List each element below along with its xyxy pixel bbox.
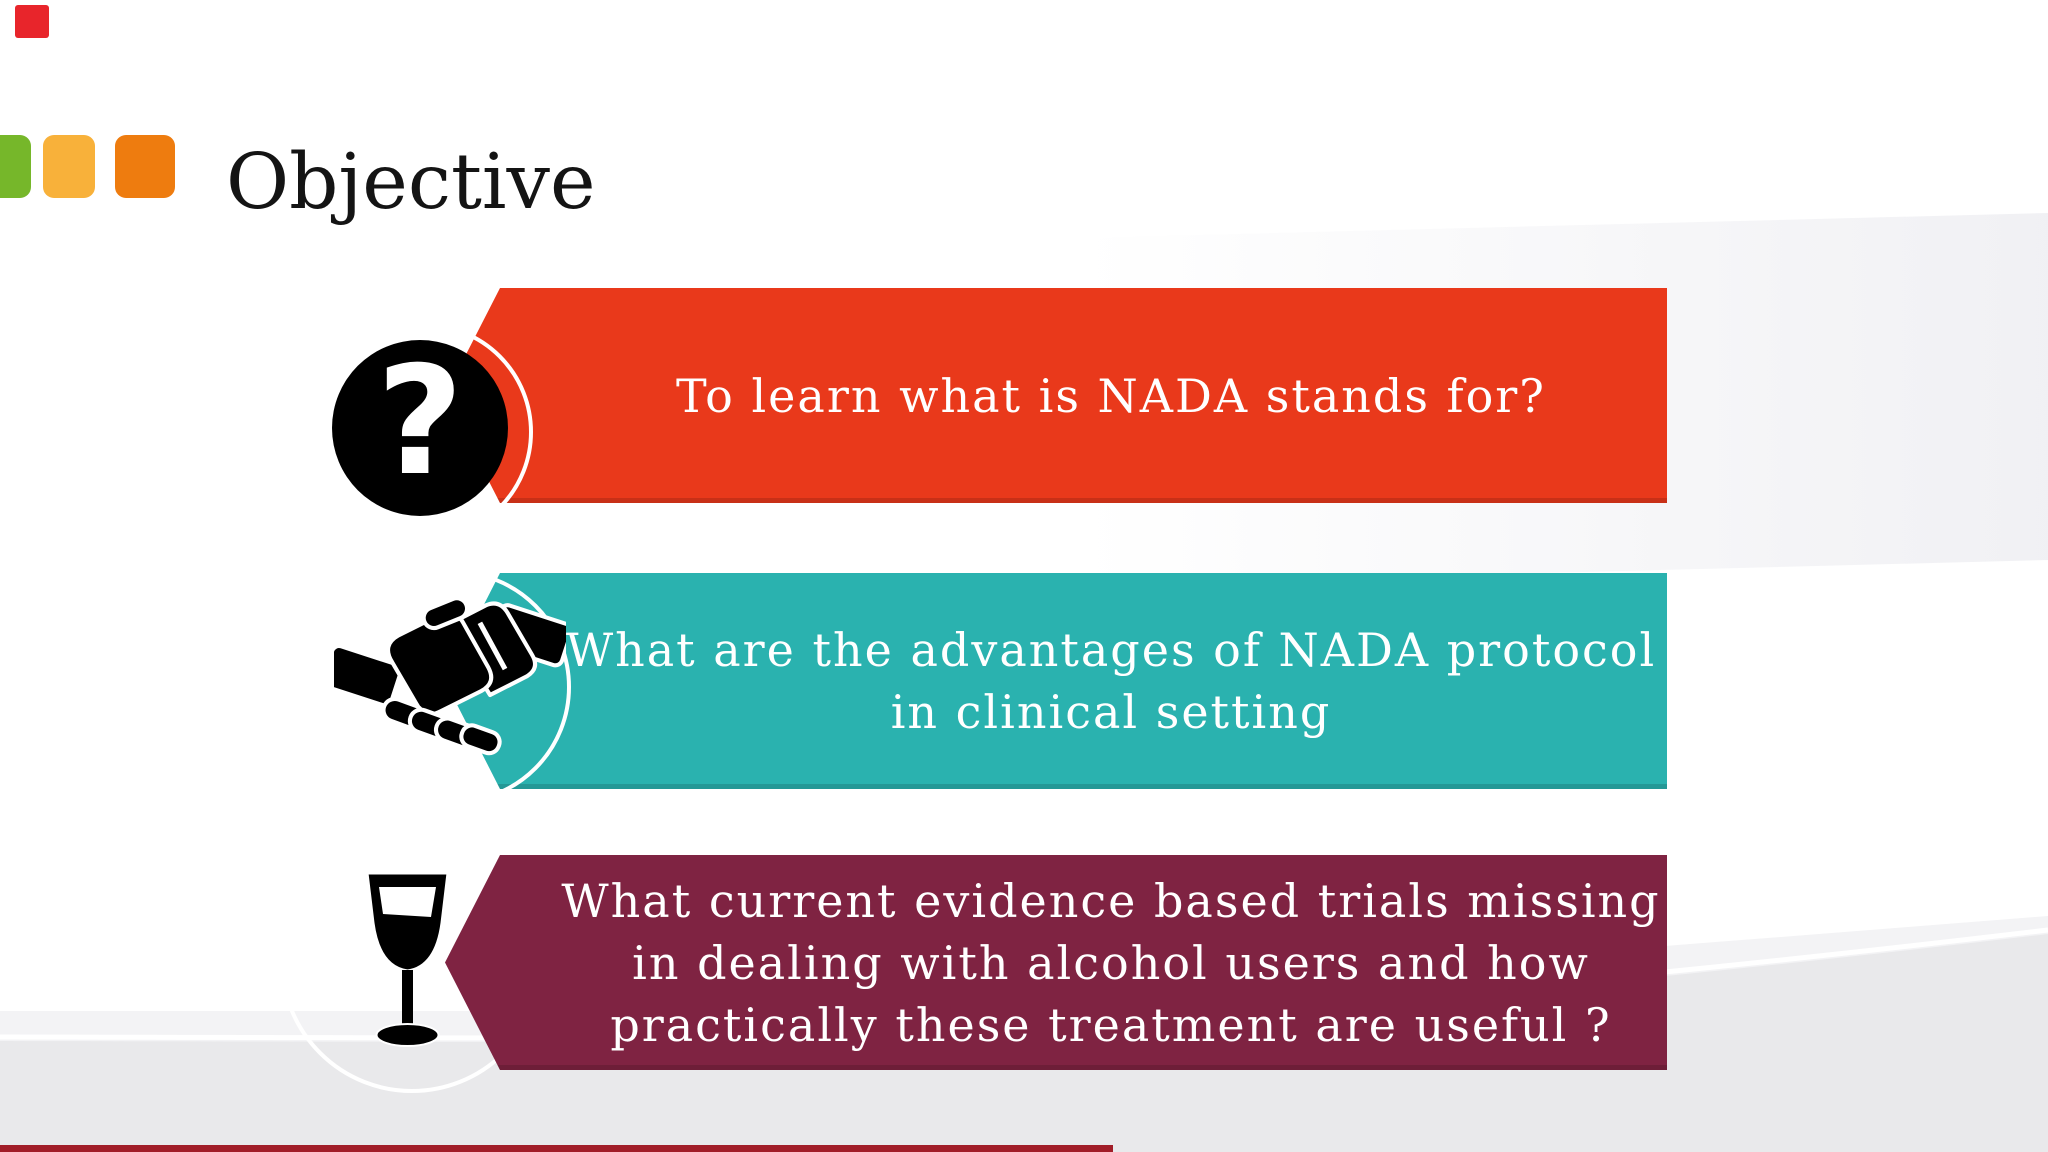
question-mark-icon: ?	[332, 335, 508, 516]
wine-glass-icon	[365, 871, 450, 1047]
banner-text: in clinical setting	[890, 685, 1332, 739]
question-glyph: ?	[376, 335, 464, 509]
handshake-icon	[334, 596, 566, 756]
question-ring	[315, 323, 533, 541]
accent-square-green	[0, 135, 31, 198]
page-title: Objective	[226, 138, 596, 227]
accent-square-orange	[115, 135, 175, 198]
video-progress-bar[interactable]	[0, 1145, 1113, 1152]
banner-nada-meaning: To learn what is NADA stands for?	[445, 288, 1667, 503]
video-marker-badge	[15, 5, 49, 38]
accent-square-yellow	[43, 135, 95, 198]
banner-evidence: What current evidence based trials missi…	[445, 855, 1667, 1070]
banner-text: What are the advantages of NADA protocol	[565, 623, 1657, 677]
banner-text: practically these treatment are useful ?	[610, 997, 1612, 1052]
banner-advantages: What are the advantages of NADA protocol…	[445, 573, 1667, 789]
banner-text: To learn what is NADA stands for?	[676, 368, 1546, 423]
banner-text: What current evidence based trials missi…	[561, 873, 1661, 928]
banner-text: in dealing with alcohol users and how	[632, 935, 1590, 990]
